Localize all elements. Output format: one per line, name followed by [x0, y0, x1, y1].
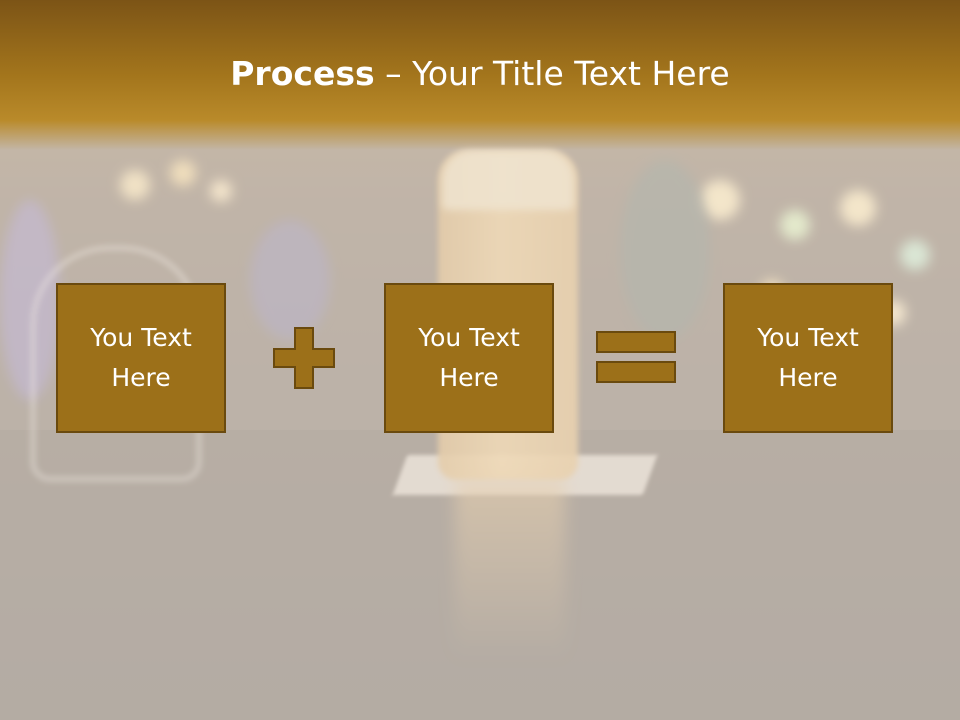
process-box-2[interactable]: You Text Here [384, 283, 554, 433]
plus-icon [273, 327, 335, 389]
title-rest: – Your Title Text Here [374, 54, 730, 93]
process-box-3[interactable]: You Text Here [723, 283, 893, 433]
slide-title[interactable]: Process – Your Title Text Here [0, 52, 960, 96]
process-box-1[interactable]: You Text Here [56, 283, 226, 433]
process-box-text: You Text Here [418, 323, 520, 392]
process-box-text: You Text Here [757, 323, 859, 392]
title-band [0, 0, 960, 150]
title-bold: Process [230, 54, 375, 93]
process-box-text: You Text Here [90, 323, 192, 392]
equals-icon [596, 331, 676, 383]
